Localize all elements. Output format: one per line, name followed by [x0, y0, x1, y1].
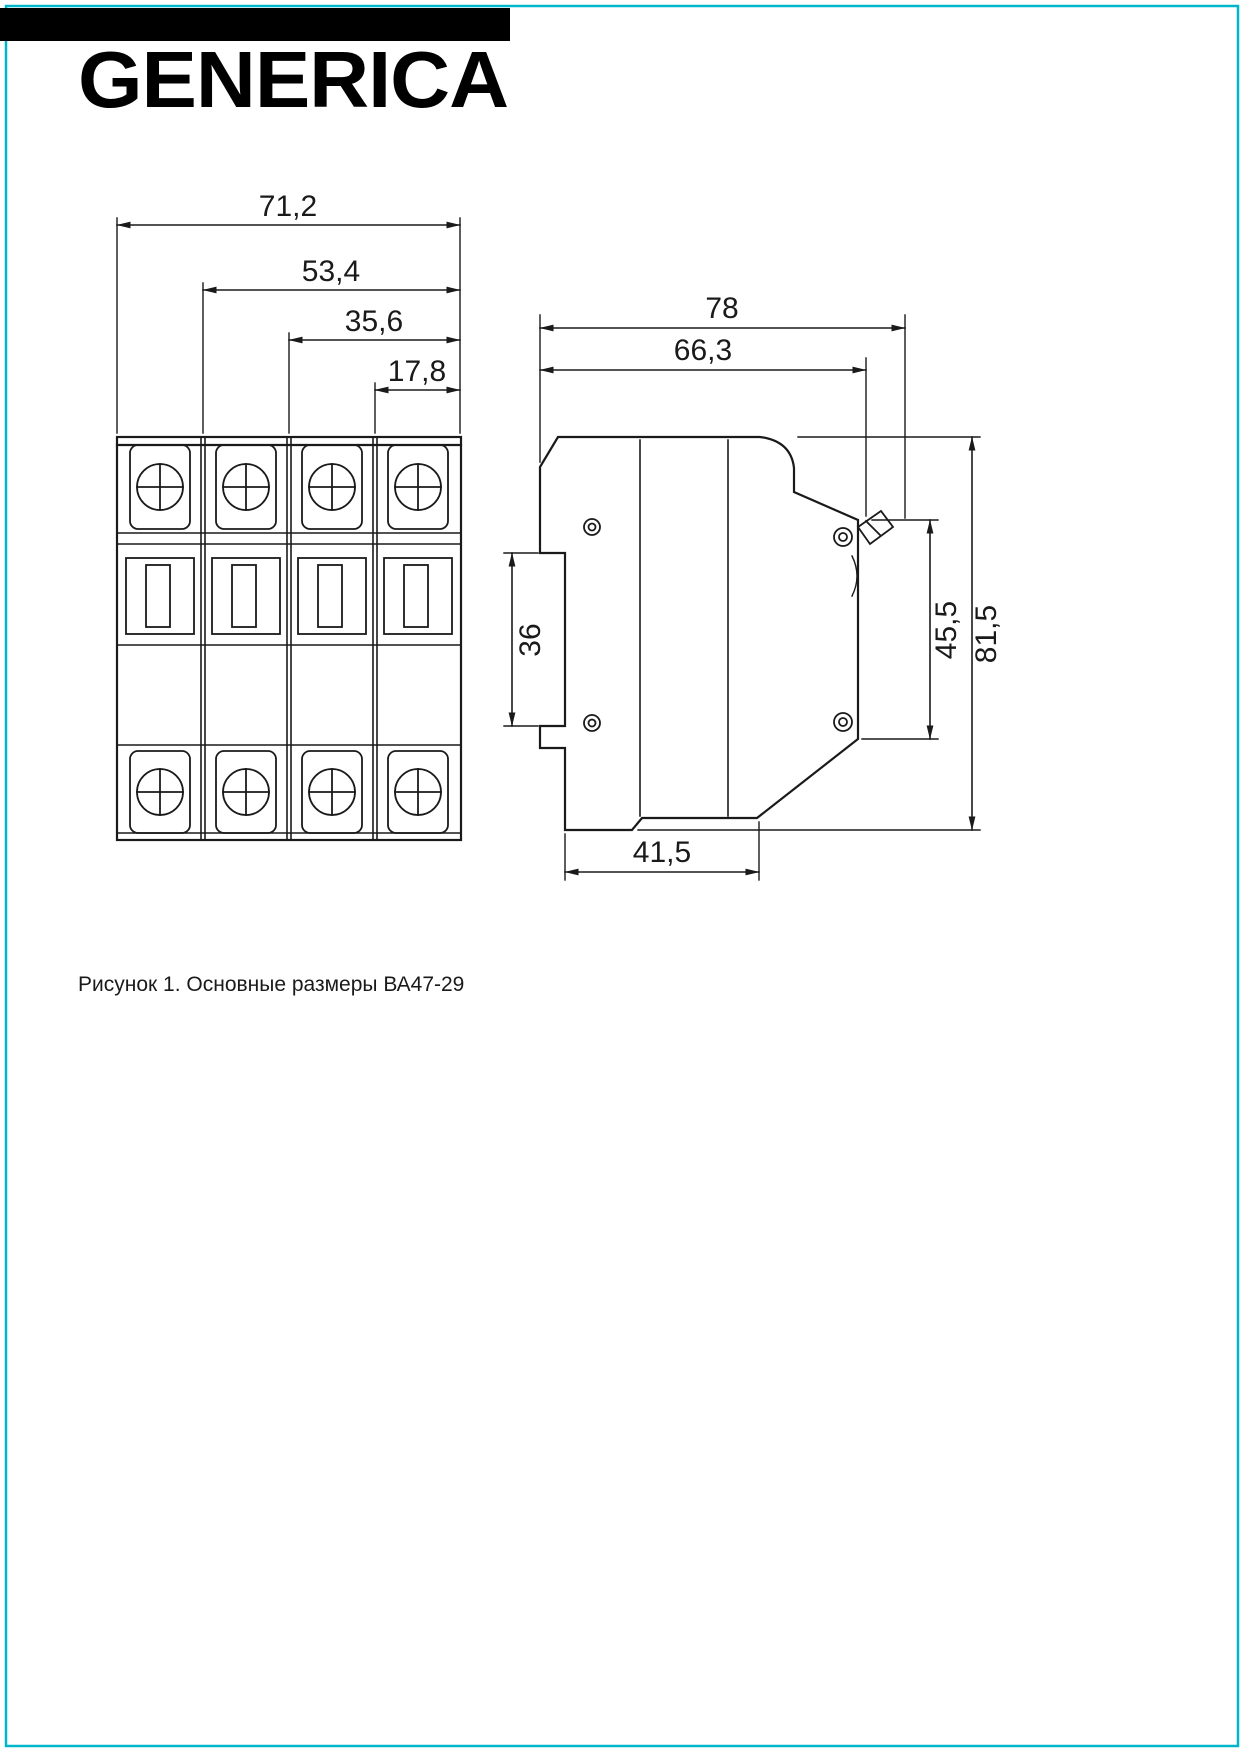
dimension-lines [116, 221, 976, 876]
bottom-terminals [129, 750, 449, 834]
side-rivets [583, 518, 853, 732]
dim-label-front-1mod: 17,8 [388, 355, 446, 388]
face-lines [116, 532, 462, 834]
front-outline [115, 435, 463, 842]
side-view [538, 435, 895, 832]
side-toggle [851, 509, 895, 597]
figure-caption: Рисунок 1. Основные размеры ВА47-29 [78, 973, 464, 996]
dim-label-height-total: 81,5 [970, 605, 1003, 663]
dim-label-front-height: 45,5 [930, 601, 963, 659]
dim-label-front-2mod: 35,6 [345, 305, 403, 338]
dim-label-base-depth: 41,5 [633, 836, 691, 869]
module-dividers [200, 436, 378, 841]
dim-label-depth-body: 66,3 [674, 334, 732, 367]
top-terminals [129, 444, 449, 530]
side-outline [538, 435, 860, 832]
page-border [4, 4, 1240, 1748]
dim-label-front-3mod: 53,4 [302, 255, 360, 288]
side-interior-lines [639, 439, 729, 817]
dim-label-front-total: 71,2 [259, 190, 317, 223]
logo-bar [0, 8, 510, 41]
dimension-labels: 71,2 53,4 35,6 17,8 78 66,3 36 45,5 81,5… [259, 190, 1003, 869]
figure [115, 217, 981, 881]
logo: GENERICA [0, 8, 510, 124]
dim-label-depth-total: 78 [705, 292, 738, 325]
logo-text: GENERICA [78, 35, 508, 124]
front-view [115, 435, 463, 842]
dim-label-din-slot: 36 [514, 623, 547, 656]
toggle-levers [125, 557, 453, 635]
